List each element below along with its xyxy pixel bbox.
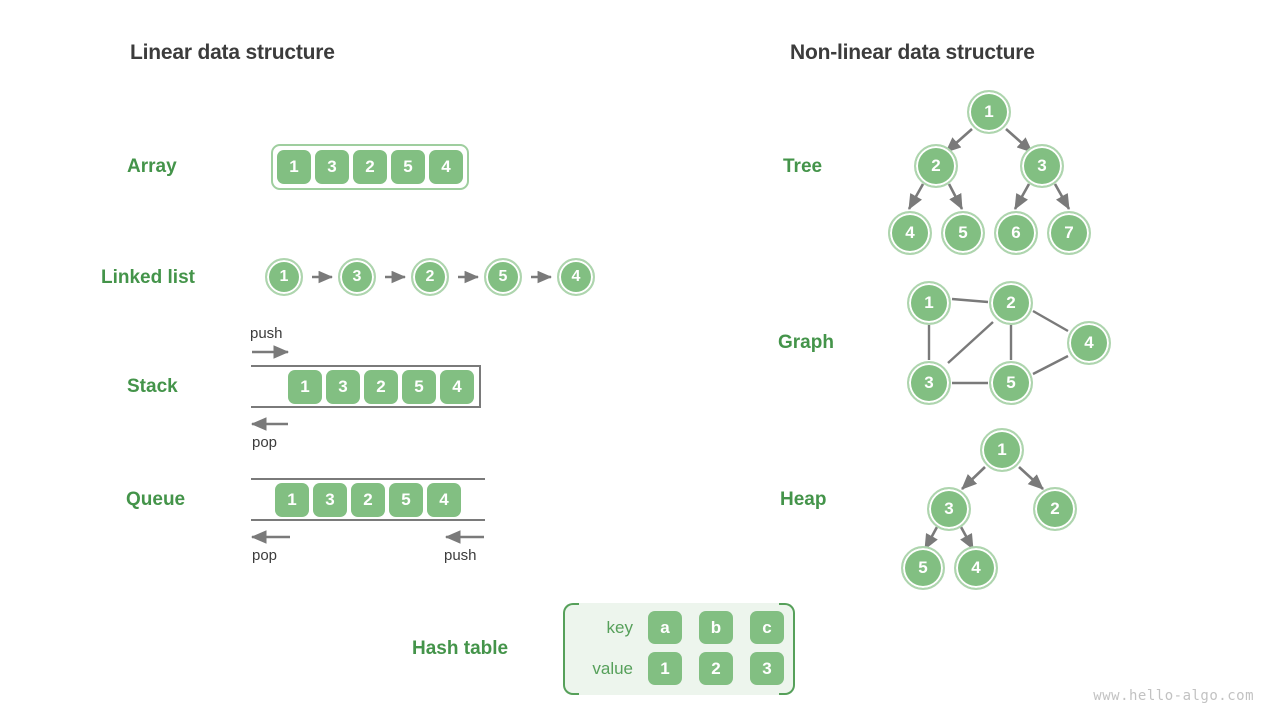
hash-key-row-label: key [606,618,633,637]
heap-node: 2 [1033,487,1077,531]
tree-node: 2 [914,144,958,188]
hash-key-cell: a [648,611,682,644]
hash-value-cells: 1 2 3 [648,652,784,685]
queue-cell: 4 [427,482,461,517]
stack-label: Stack [127,376,178,397]
queue-cell: 5 [389,482,423,517]
graph-node: 4 [1067,321,1111,365]
hash-key-cells: a b c [648,611,784,644]
array-cell: 2 [353,150,387,184]
array-cell: 5 [391,150,425,184]
graph-node: 3 [907,361,951,405]
stack-cell: 4 [440,369,474,404]
heap-node: 4 [954,546,998,590]
hash-value-cell: 3 [750,652,784,685]
linked-list-node: 3 [338,258,376,296]
stack-container: 1 3 2 5 4 [251,365,481,408]
graph-node: 1 [907,281,951,325]
linked-list-label: Linked list [101,267,195,288]
array-container: 1 3 2 5 4 [271,144,469,190]
heap-node: 5 [901,546,945,590]
tree-node: 6 [994,211,1038,255]
linked-list-node: 5 [484,258,522,296]
stack-cell: 3 [326,369,360,404]
hash-bracket-left-icon [563,603,579,695]
array-cell: 1 [277,150,311,184]
queue-push-label: push [444,547,477,564]
stack-cell: 1 [288,369,322,404]
linked-list-node: 4 [557,258,595,296]
array-cell: 3 [315,150,349,184]
linked-list-node: 2 [411,258,449,296]
watermark: www.hello-algo.com [1093,688,1254,704]
queue-cell: 3 [313,482,347,517]
graph-node: 5 [989,361,1033,405]
graph-node: 2 [989,281,1033,325]
heap-label: Heap [780,489,827,510]
array-cell: 4 [429,150,463,184]
stack-pop-label: pop [252,434,278,451]
hash-key-cell: b [699,611,733,644]
tree-node: 7 [1047,211,1091,255]
heap-node: 1 [980,428,1024,472]
hash-value-row-label: value [592,659,633,678]
tree-node: 4 [888,211,932,255]
queue-container: 1 3 2 5 4 [251,478,485,521]
hash-value-cell: 2 [699,652,733,685]
stack-cell: 2 [364,369,398,404]
hash-value-cell: 1 [648,652,682,685]
queue-cell: 2 [351,482,385,517]
hash-bracket-right-icon [779,603,795,695]
stack-push-label: push [250,325,283,342]
queue-label: Queue [126,489,186,510]
stack-cell: 5 [402,369,436,404]
queue-cell: 1 [275,482,309,517]
linear-section-title: Linear data structure [130,41,335,64]
heap-node: 3 [927,487,971,531]
tree-node: 5 [941,211,985,255]
linked-list-node: 1 [265,258,303,296]
hash-table-label: Hash table [412,638,509,659]
tree-label: Tree [783,156,823,177]
graph-label: Graph [778,332,834,353]
tree-node: 1 [967,90,1011,134]
tree-node: 3 [1020,144,1064,188]
hash-key-cell: c [750,611,784,644]
nonlinear-section-title: Non-linear data structure [790,41,1035,64]
array-label: Array [127,156,177,177]
queue-pop-label: pop [252,547,278,564]
